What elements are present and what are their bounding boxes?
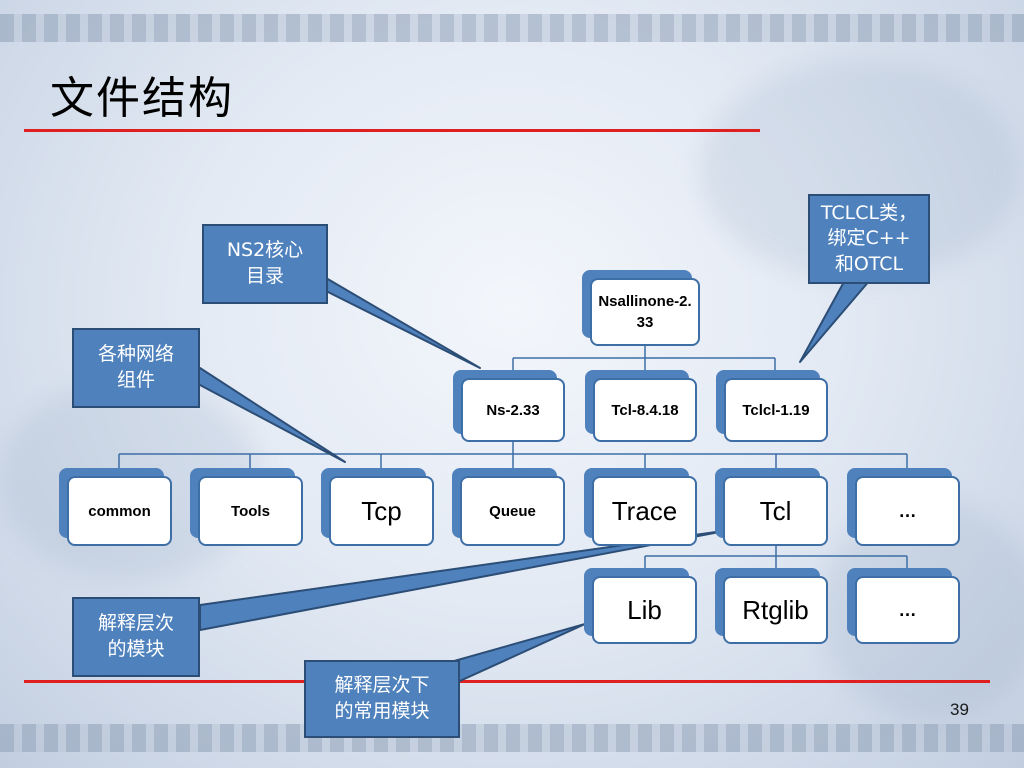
footer-line [24, 680, 990, 683]
callout-interpreter: 解释层次 的模块 [72, 597, 200, 677]
page-number: 39 [950, 700, 969, 719]
callout-pointer [439, 623, 586, 691]
callout-pointer [199, 529, 731, 631]
tree-node-lib: Lib [592, 576, 697, 644]
callout-tclcl: TCLCL类， 绑定C++ 和OTCL [808, 194, 930, 284]
tree-node-ns: Ns-2.33 [461, 378, 565, 442]
callout-pointer [799, 279, 871, 363]
title-underline [24, 129, 760, 132]
decorative-top-band [0, 14, 1024, 42]
tree-node-tcp: Tcp [329, 476, 434, 546]
tree-node-more-2: … [855, 576, 960, 644]
tree-node-trace: Trace [592, 476, 697, 546]
tree-node-tclcl: Tclcl-1.19 [724, 378, 828, 442]
callout-network-components: 各种网络 组件 [72, 328, 200, 408]
tree-node-queue: Queue [460, 476, 565, 546]
tree-node-common: common [67, 476, 172, 546]
callout-ns2-core: NS2核心 目录 [202, 224, 328, 304]
tree-node-tools: Tools [198, 476, 303, 546]
tree-node-root: Nsallinone-2.33 [590, 278, 700, 346]
callout-interpreter-common: 解释层次下 的常用模块 [304, 660, 460, 738]
tree-node-rtglib: Rtglib [723, 576, 828, 644]
tree-node-tcl-lib: Tcl [723, 476, 828, 546]
decorative-bottom-band [0, 724, 1024, 752]
slide-title: 文件结构 [50, 73, 234, 124]
tree-node-tcl: Tcl-8.4.18 [593, 378, 697, 442]
tree-node-more: … [855, 476, 960, 546]
